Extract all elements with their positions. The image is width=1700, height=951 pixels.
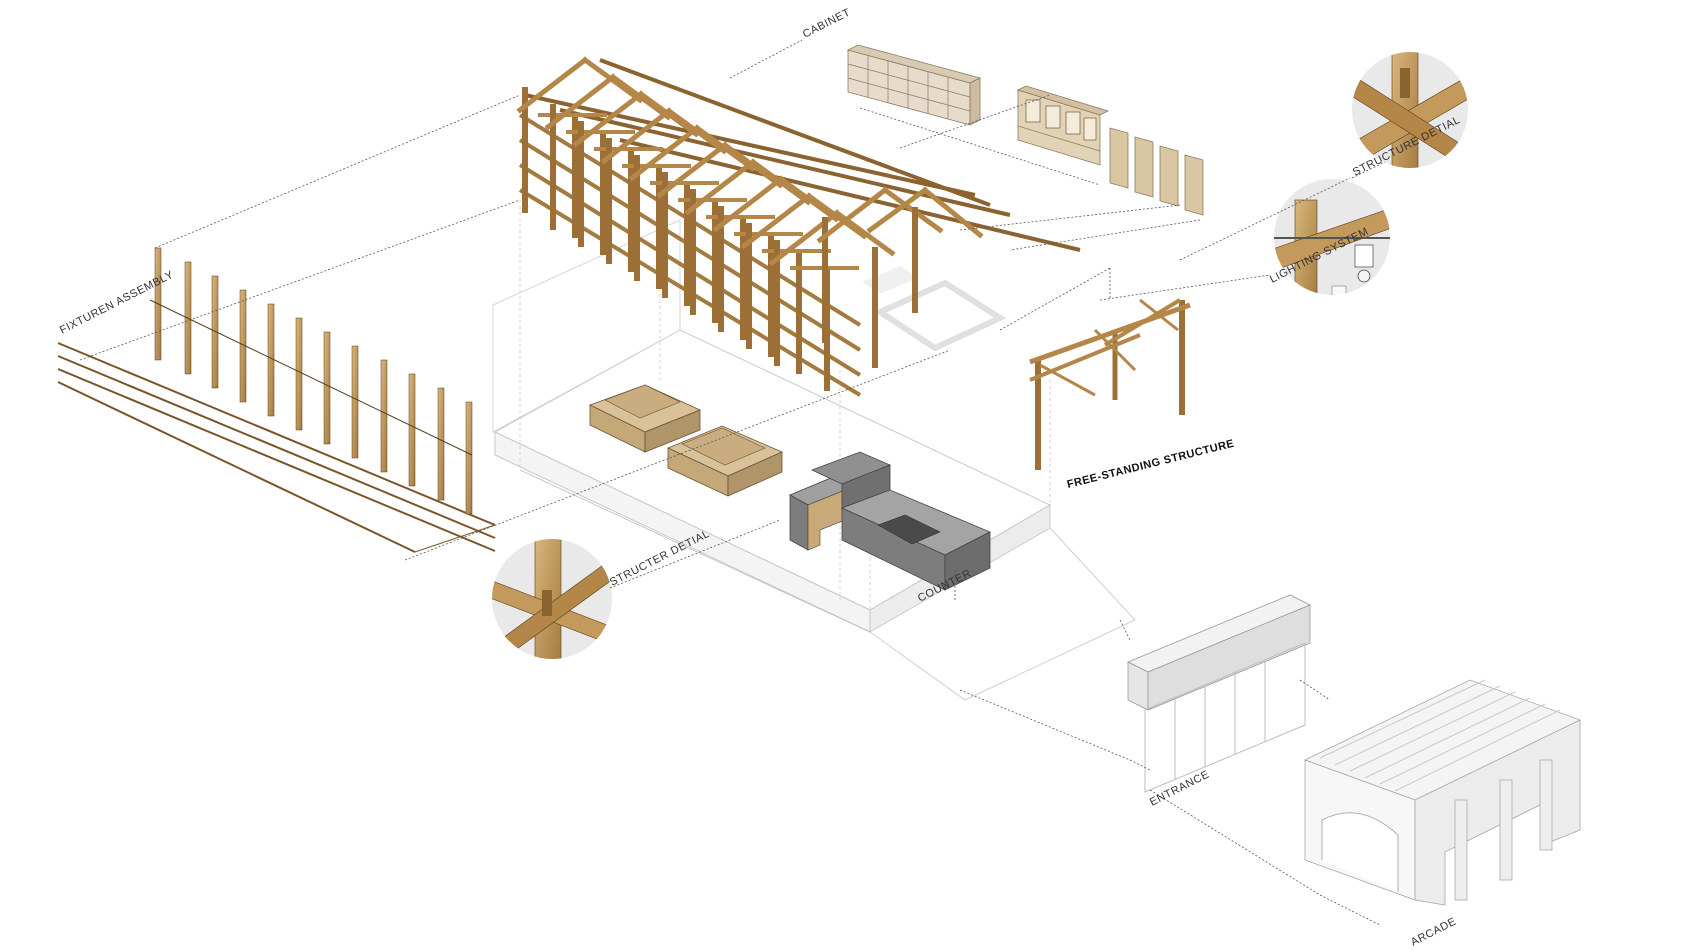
- fixture-posts: [154, 247, 473, 515]
- cabinet-units: [846, 44, 1204, 216]
- entrance-label: ENTRANCE: [1148, 768, 1212, 808]
- structure-detail-top-circle: [1352, 52, 1468, 168]
- cabinet-top: [846, 44, 982, 126]
- arcade: [1303, 679, 1582, 906]
- display-table-1: [588, 384, 702, 453]
- arcade-label: ARCADE: [1409, 916, 1459, 949]
- fixture-rails: [57, 342, 496, 553]
- leader-lines: [79, 39, 1386, 926]
- structer-detail-circle: [492, 539, 612, 659]
- cabinet-panels: [1109, 127, 1204, 216]
- free-standing-structure-label: FREE-STANDING STRUCTURE: [1066, 438, 1236, 491]
- lighting-system-detail-circle: [1274, 179, 1390, 295]
- structer-detail-label: STRUCTER DETIAL: [608, 528, 712, 589]
- free-standing-structure: [516, 56, 1191, 470]
- fixturen-assembly: [57, 247, 496, 553]
- cabinet-label: CABINET: [801, 6, 853, 40]
- display-table-2: [667, 425, 783, 497]
- counter: [789, 451, 991, 591]
- cabinet-middle: [1016, 85, 1110, 166]
- display-tables: [588, 384, 783, 497]
- entrance: [1127, 594, 1311, 793]
- free-standing-end-frame: [1029, 298, 1191, 470]
